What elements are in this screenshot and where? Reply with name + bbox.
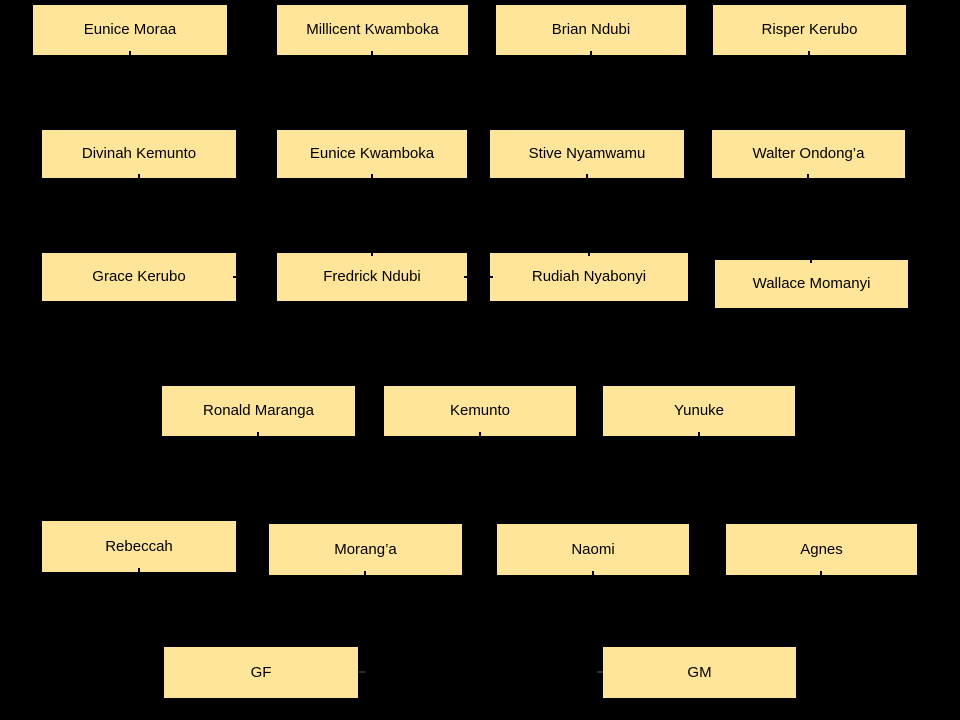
connector-stub — [138, 174, 140, 179]
connector-stub — [810, 258, 812, 263]
node-label: Kemunto — [449, 402, 511, 419]
node-stive-nyamwamu[interactable]: Stive Nyamwamu — [490, 130, 684, 178]
node-grace-kerubo[interactable]: Grace Kerubo — [42, 253, 236, 301]
connector-stub — [487, 276, 493, 278]
node-wallace-momanyi[interactable]: Wallace Momanyi — [715, 260, 908, 308]
node-label: Eunice Kwamboka — [309, 145, 435, 162]
connector-stub — [129, 51, 131, 56]
node-label: Millicent Kwamboka — [306, 21, 439, 38]
node-label: Risper Kerubo — [761, 21, 858, 38]
node-label: GF — [250, 663, 272, 681]
connector-stub — [371, 251, 373, 256]
node-rebeccah[interactable]: Rebeccah — [42, 521, 236, 572]
node-label: Rudiah Nyabonyi — [531, 268, 647, 285]
node-gf[interactable]: GF — [164, 647, 358, 698]
node-eunice-moraa[interactable]: Eunice Moraa — [33, 5, 227, 55]
node-brian-ndubi[interactable]: Brian Ndubi — [496, 5, 686, 55]
node-label: Walter Ondong’a — [752, 145, 865, 162]
node-label: Divinah Kemunto — [81, 145, 197, 162]
connector-stub — [698, 432, 700, 437]
node-label: Brian Ndubi — [551, 21, 631, 38]
node-rudiah-nyabonyi[interactable]: Rudiah Nyabonyi — [490, 253, 688, 301]
connector-stub — [820, 571, 822, 576]
node-label: Yunuke — [673, 402, 725, 419]
connector-stub — [807, 174, 809, 179]
node-label: Eunice Moraa — [83, 21, 177, 38]
node-label: Grace Kerubo — [92, 268, 186, 285]
node-divinah-kemunto[interactable]: Divinah Kemunto — [42, 130, 236, 178]
connector-stub — [371, 51, 373, 56]
node-moranga[interactable]: Morang’a — [269, 524, 462, 575]
node-label: Agnes — [800, 540, 843, 558]
node-ronald-maranga[interactable]: Ronald Maranga — [162, 386, 355, 436]
node-yunuke[interactable]: Yunuke — [603, 386, 795, 436]
node-naomi[interactable]: Naomi — [497, 524, 689, 575]
node-kemunto[interactable]: Kemunto — [384, 386, 576, 436]
node-eunice-kwamboka[interactable]: Eunice Kwamboka — [277, 130, 467, 178]
node-walter-ondonga[interactable]: Walter Ondong’a — [712, 130, 905, 178]
node-label: Wallace Momanyi — [752, 275, 871, 292]
connector-stub — [364, 571, 366, 576]
node-agnes[interactable]: Agnes — [726, 524, 917, 575]
connector-stub — [808, 51, 810, 56]
connector-stub — [257, 432, 259, 437]
connector-stub — [597, 671, 603, 673]
connector-stub — [479, 432, 481, 437]
node-fredrick-ndubi[interactable]: Fredrick Ndubi — [277, 253, 467, 301]
node-label: Fredrick Ndubi — [323, 268, 421, 285]
connector-stub — [359, 671, 365, 673]
node-label: Ronald Maranga — [203, 402, 314, 419]
connector-stub — [592, 571, 594, 576]
node-label: GM — [687, 663, 712, 681]
node-risper-kerubo[interactable]: Risper Kerubo — [713, 5, 906, 55]
connector-stub — [371, 174, 373, 179]
connector-stub — [586, 174, 588, 179]
connector-stub — [138, 568, 140, 573]
node-label: Rebeccah — [105, 537, 173, 555]
connector-stub — [233, 276, 239, 278]
node-label: Stive Nyamwamu — [528, 145, 646, 162]
connector-stub — [588, 251, 590, 256]
node-millicent-kwamboka[interactable]: Millicent Kwamboka — [277, 5, 468, 55]
node-label: Naomi — [571, 540, 615, 558]
connector-stub — [590, 51, 592, 56]
connector-stub — [464, 276, 470, 278]
node-label: Morang’a — [334, 540, 397, 558]
node-gm[interactable]: GM — [603, 647, 796, 698]
